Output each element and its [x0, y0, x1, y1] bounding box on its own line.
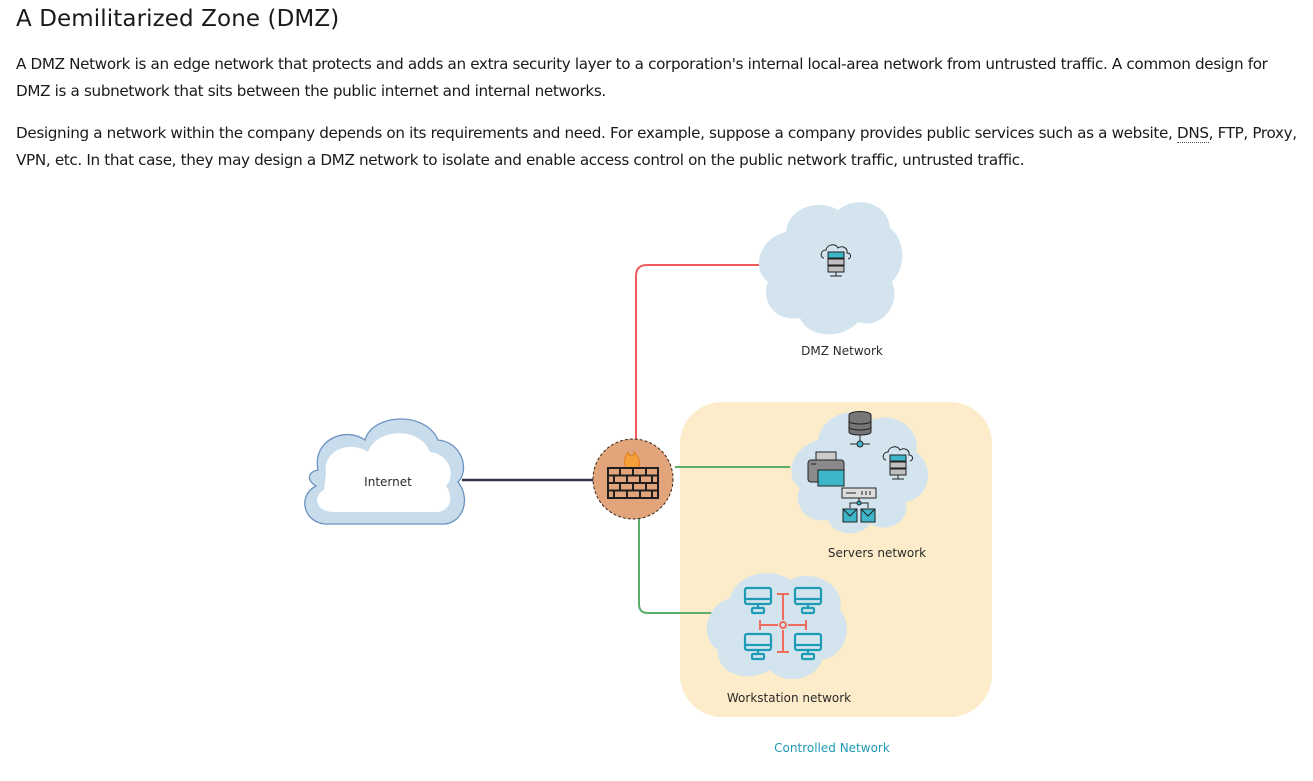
workstation-network-icon	[743, 586, 823, 661]
workstation-network-node[interactable]: Workstation network	[706, 573, 851, 705]
paragraph-text-before: Designing a network within the company d…	[16, 124, 1177, 142]
internet-label: Internet	[364, 475, 412, 489]
design-paragraph: Designing a network within the company d…	[16, 120, 1301, 174]
servers-cloud-shape	[791, 412, 929, 534]
dmz-network-node[interactable]: DMZ Network	[758, 202, 903, 358]
controlled-network-label: Controlled Network	[774, 741, 890, 755]
firewall-icon	[607, 450, 659, 499]
cloud-server-icon	[882, 446, 913, 480]
servers-network-label: Servers network	[828, 546, 926, 560]
mail-server-icon	[841, 487, 877, 523]
link-firewall-workstations	[638, 518, 712, 614]
workstation-network-label: Workstation network	[727, 691, 851, 705]
paragraph-text-after: , FTP, Proxy, VPN, etc. In that case, th…	[16, 124, 1297, 169]
servers-network-node[interactable]: Servers network	[791, 411, 929, 561]
database-icon	[848, 411, 872, 448]
intro-paragraph: A DMZ Network is an edge network that pr…	[16, 55, 1268, 100]
internet-node[interactable]: Internet	[304, 418, 466, 525]
cloud-server-icon	[820, 244, 851, 277]
cloud-icon	[317, 433, 451, 513]
dmz-network-label: DMZ Network	[801, 344, 883, 358]
dns-abbreviation[interactable]: DNS	[1176, 124, 1209, 143]
printer-icon	[807, 451, 845, 487]
link-firewall-dmz	[635, 264, 768, 445]
firewall-node[interactable]	[592, 438, 674, 520]
page-title: A Demilitarized Zone (DMZ)	[16, 6, 340, 32]
